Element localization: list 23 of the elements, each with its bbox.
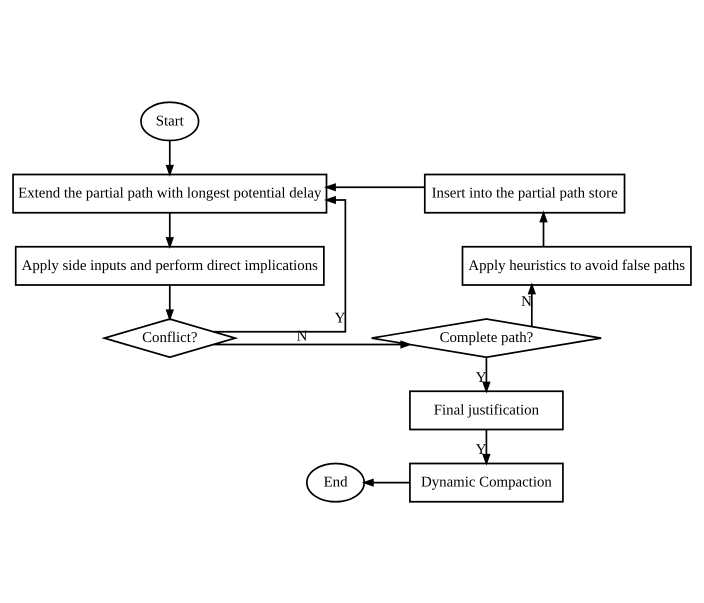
arrow [166,212,174,249]
arrow [482,429,491,466]
node-ellipse: End [306,462,366,502]
node-box: Final justification [409,390,564,430]
arrow [166,284,174,321]
arrow [482,356,491,394]
arrow [324,182,424,191]
edge-label: Y [334,310,346,326]
node-box: Insert into the partial path store [424,173,626,214]
node-ellipse: Start [140,100,200,141]
arrow [166,140,174,176]
arrow [528,282,536,326]
edge-label: N [521,294,532,310]
arrow [539,210,548,246]
node-box: Apply heuristics to avoid false paths [462,245,692,286]
arrow [213,340,412,348]
arrow [362,478,410,486]
node-diamond: Conflict? [101,318,238,358]
node-box: Dynamic Compaction [409,462,564,502]
node-box: Extend the partial path with longest potential delay [12,173,328,214]
node-box: Apply side inputs and perform direct implications [14,245,325,286]
node-diamond: Complete path? [370,318,602,358]
arrow [214,195,346,332]
